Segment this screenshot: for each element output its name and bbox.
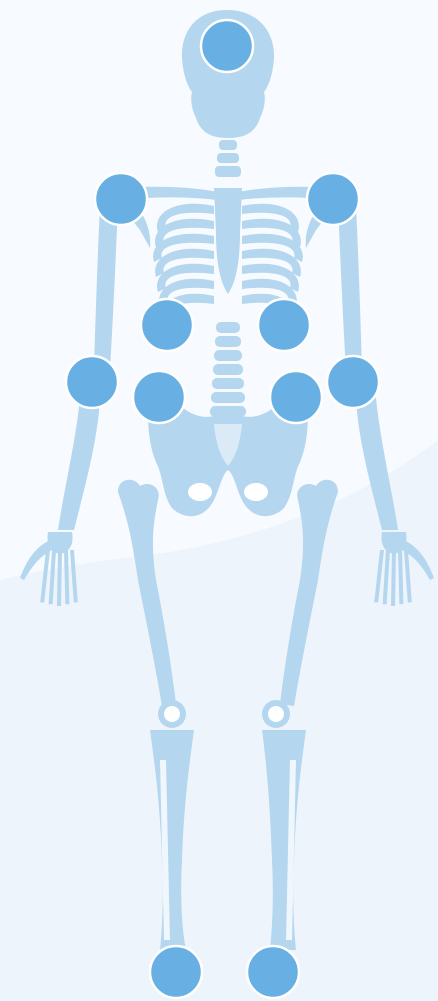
neck-vertebra xyxy=(219,140,237,150)
vertebra xyxy=(212,378,244,389)
hotspot-head[interactable] xyxy=(201,20,253,72)
finger xyxy=(398,550,403,604)
hotspot-circle[interactable] xyxy=(66,356,118,408)
hotspot-circle[interactable] xyxy=(247,946,299,998)
vertebra xyxy=(213,364,243,375)
hotspot-circle[interactable] xyxy=(327,356,379,408)
hotspot-foot-left[interactable] xyxy=(247,946,299,998)
hotspot-elbow-left[interactable] xyxy=(327,356,379,408)
hotspot-hip-left[interactable] xyxy=(270,371,322,423)
hotspot-lower-ribs-right[interactable] xyxy=(141,299,193,351)
tibia-right xyxy=(150,730,194,950)
hand-left xyxy=(374,532,434,606)
finger xyxy=(374,550,384,602)
vertebra xyxy=(214,350,242,361)
hotspot-circle[interactable] xyxy=(95,173,147,225)
neck-vertebra xyxy=(215,166,241,177)
hotspot-lower-ribs-left[interactable] xyxy=(258,299,310,351)
tibia-left xyxy=(262,730,306,950)
hotspot-shoulder-left[interactable] xyxy=(307,173,359,225)
hotspot-circle[interactable] xyxy=(150,946,202,998)
hotspot-circle[interactable] xyxy=(201,20,253,72)
patella-left-detail xyxy=(268,706,284,722)
hotspot-elbow-right[interactable] xyxy=(66,356,118,408)
hotspot-circle[interactable] xyxy=(307,173,359,225)
hotspot-circle[interactable] xyxy=(258,299,310,351)
hotspot-foot-right[interactable] xyxy=(150,946,202,998)
patella-right-detail xyxy=(164,706,180,722)
obturator-hole xyxy=(188,483,212,501)
finger xyxy=(391,550,396,606)
hotspot-circle[interactable] xyxy=(270,371,322,423)
finger xyxy=(383,550,390,604)
hotspot-shoulder-right[interactable] xyxy=(95,173,147,225)
hotspot-circle[interactable] xyxy=(141,299,193,351)
vertebra xyxy=(215,336,241,347)
vertebra xyxy=(216,322,240,333)
hotspot-hip-right[interactable] xyxy=(133,371,185,423)
obturator-hole xyxy=(244,483,268,501)
vertebra xyxy=(211,392,245,403)
neck-vertebra xyxy=(217,153,239,163)
hotspot-circle[interactable] xyxy=(133,371,185,423)
finger xyxy=(404,550,412,602)
